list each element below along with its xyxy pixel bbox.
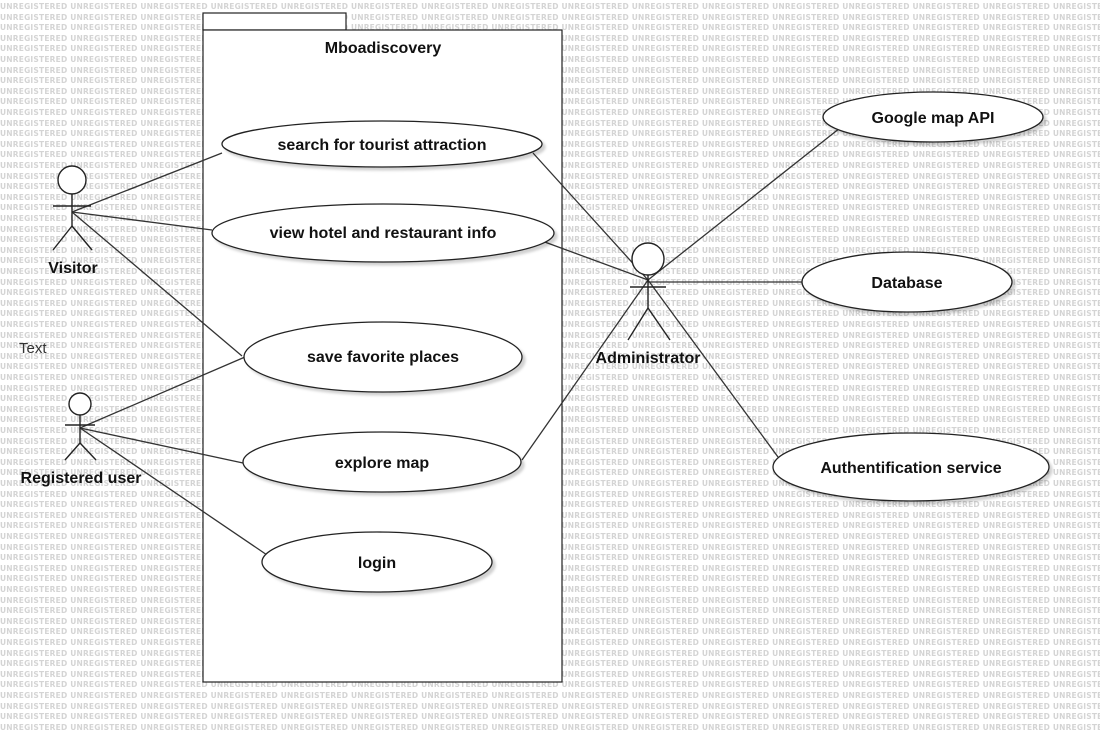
association-user-explore [79,427,244,464]
use-case-explore-map[interactable]: explore map [242,431,522,493]
actor-registered-user-right-leg [79,442,97,461]
use-case-search[interactable]: search for tourist attraction [221,120,543,168]
service-auth[interactable]: Authentification service [772,432,1050,502]
use-case-save-favorites[interactable]: save favorite places [243,321,523,393]
service-database-label: Database [871,275,942,292]
actor-administrator-left-leg [627,307,649,341]
association-visitor-view-info [71,211,213,231]
service-auth-label: Authentification service [820,460,1001,477]
system-title: Mboadiscovery [325,40,442,57]
use-case-login[interactable]: login [261,531,493,593]
actor-administrator-right-leg [647,307,671,341]
actor-administrator[interactable] [627,242,671,341]
actor-registered-user-head [68,392,92,416]
association-lines [71,127,841,558]
actor-administrator-label: Administrator [596,350,701,367]
association-user-login [79,427,271,558]
use-case-view-info[interactable]: view hotel and restaurant info [211,203,555,263]
use-case-view-info-label: view hotel and restaurant info [270,225,497,242]
association-visitor-save [71,211,243,357]
actor-registered-user-left-leg [64,442,81,461]
actor-registered-user[interactable] [64,392,97,461]
association-visitor-search [71,152,223,213]
association-admin-explore [521,279,649,461]
actor-administrator-head [631,242,665,276]
association-admin-view-info [541,240,649,281]
free-text-label[interactable]: Text [19,340,47,357]
use-case-login-label: login [358,555,396,572]
actor-visitor-head [57,165,87,195]
service-database[interactable]: Database [801,251,1013,313]
actor-visitor-left-leg [52,225,73,251]
use-case-explore-map-label: explore map [335,455,429,472]
service-google-map[interactable]: Google map API [822,91,1044,143]
system-boundary-tab [202,12,347,31]
association-user-save [79,356,246,429]
association-admin-search [532,152,649,281]
association-admin-auth [647,279,779,458]
use-case-search-label: search for tourist attraction [278,137,487,154]
actor-visitor-label: Visitor [48,260,98,277]
actor-registered-user-label: Registered user [21,470,142,487]
service-google-map-label: Google map API [872,110,995,127]
association-admin-google [647,127,841,281]
actor-visitor[interactable] [52,165,93,251]
actor-visitor-right-leg [71,225,93,251]
use-case-save-favorites-label: save favorite places [307,349,459,366]
